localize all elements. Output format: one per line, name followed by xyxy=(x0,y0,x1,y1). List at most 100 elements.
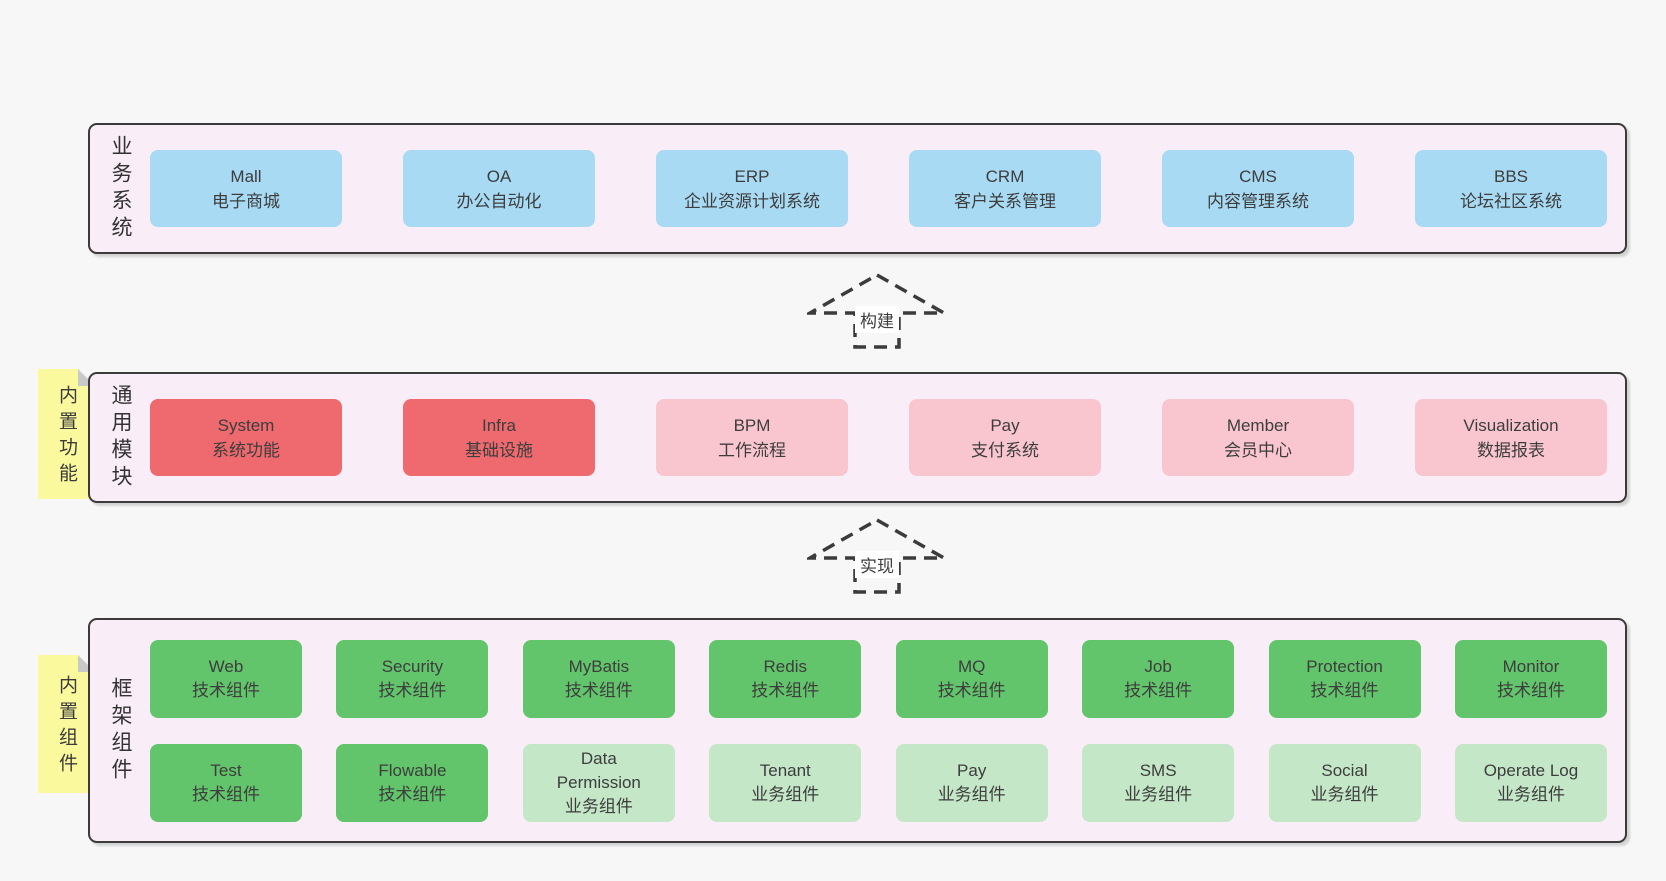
component-box: MyBatis 技术组件 xyxy=(522,639,675,718)
component-subtitle: 内容管理系统 xyxy=(1207,191,1309,211)
component-title: MyBatis xyxy=(568,656,630,676)
component-title: OA xyxy=(486,166,512,186)
component-box: Tenant 业务组件 xyxy=(709,743,862,822)
component-box: SMS 业务组件 xyxy=(1082,743,1235,822)
component-title: Job xyxy=(1144,656,1172,676)
component-subtitle: 客户关系管理 xyxy=(954,191,1056,211)
band-framework-components: 框架组件 Web 技术组件 Security 技术组件 MyBatis xyxy=(88,618,1627,843)
component-box: Social 业务组件 xyxy=(1268,743,1421,822)
sticky-note-text: 内置功能 xyxy=(56,385,77,489)
component-subtitle: 系统功能 xyxy=(212,440,280,460)
component-title: Pay xyxy=(990,415,1020,435)
build-arrow: 构建 xyxy=(807,272,947,350)
band-common-modules: 通用模块 System 系统功能 Infra 基础设施 BPM xyxy=(88,372,1627,503)
component-box: ERP 企业资源计划系统 xyxy=(656,150,848,227)
band-content: Web 技术组件 Security 技术组件 MyBatis 技术组件 xyxy=(150,620,1625,841)
component-box: Mall 电子商城 xyxy=(150,150,342,227)
component-title: Tenant xyxy=(759,760,811,780)
component-subtitle: 技术组件 xyxy=(192,680,260,700)
component-subtitle: 技术组件 xyxy=(192,784,260,804)
component-title: Protection xyxy=(1306,656,1383,676)
component-row: System 系统功能 Infra 基础设施 BPM 工作流程 Pay xyxy=(150,399,1607,476)
sticky-note-builtin-functions: 内置功能 xyxy=(38,369,95,499)
component-subtitle: 工作流程 xyxy=(718,440,786,460)
component-subtitle: 技术组件 xyxy=(564,680,633,700)
component-title: Monitor xyxy=(1502,656,1560,676)
sticky-note-text: 内置组件 xyxy=(56,675,77,779)
component-box: BPM 工作流程 xyxy=(656,399,848,476)
component-box: Pay 业务组件 xyxy=(895,743,1048,822)
component-title: System xyxy=(217,415,275,435)
component-title: Security xyxy=(381,656,444,676)
component-title: CMS xyxy=(1239,166,1277,186)
band-content: System 系统功能 Infra 基础设施 BPM 工作流程 Pay xyxy=(150,374,1625,501)
component-subtitle: 数据报表 xyxy=(1477,440,1545,460)
component-subtitle: 业务组件 xyxy=(751,784,820,804)
sticky-note-builtin-components: 内置组件 xyxy=(38,655,95,793)
component-box: MQ 技术组件 xyxy=(895,639,1048,718)
component-subtitle: 技术组件 xyxy=(1496,680,1565,700)
component-title: BPM xyxy=(733,415,771,435)
build-arrow-label: 构建 xyxy=(855,306,899,333)
component-box: OA 办公自动化 xyxy=(403,150,595,227)
component-box: Monitor 技术组件 xyxy=(1454,639,1607,718)
component-subtitle: 业务组件 xyxy=(1496,784,1565,804)
component-subtitle: 业务组件 xyxy=(1124,784,1193,804)
band-label-common-modules: 通用模块 xyxy=(109,383,132,492)
component-box: Visualization 数据报表 xyxy=(1415,399,1607,476)
component-title: ERP xyxy=(734,166,770,186)
component-title: Member xyxy=(1226,415,1290,435)
component-row: Web 技术组件 Security 技术组件 MyBatis 技术组件 xyxy=(150,639,1607,718)
component-subtitle: 业务组件 xyxy=(564,796,633,816)
component-box: Web 技术组件 xyxy=(150,639,302,718)
component-subtitle: 技术组件 xyxy=(937,680,1006,700)
component-subtitle: 业务组件 xyxy=(937,784,1006,804)
component-box: System 系统功能 xyxy=(150,399,342,476)
component-subtitle: 业务组件 xyxy=(1310,784,1379,804)
component-box: Operate Log 业务组件 xyxy=(1454,743,1607,822)
component-row: Mall 电子商城 OA 办公自动化 ERP 企业资源计划系统 CRM xyxy=(150,150,1607,227)
component-row: Test 技术组件 Flowable 技术组件 Data Permission … xyxy=(150,743,1607,822)
component-box: CMS 内容管理系统 xyxy=(1162,150,1354,227)
component-title: Web xyxy=(208,656,244,676)
component-subtitle: 论坛社区系统 xyxy=(1460,191,1562,211)
component-title: SMS xyxy=(1139,760,1177,780)
band-label-business-systems: 业务系统 xyxy=(109,134,132,243)
component-title: Visualization xyxy=(1463,415,1559,435)
component-box: CRM 客户关系管理 xyxy=(909,150,1101,227)
component-subtitle: 技术组件 xyxy=(378,784,447,804)
component-subtitle: 基础设施 xyxy=(465,440,533,460)
band-label-framework-components: 框架组件 xyxy=(109,676,132,785)
component-title: Pay xyxy=(957,760,987,780)
component-box: Redis 技术组件 xyxy=(709,639,862,718)
component-box: BBS 论坛社区系统 xyxy=(1415,150,1607,227)
component-subtitle: 电子商城 xyxy=(212,191,280,211)
component-box: Data Permission 业务组件 xyxy=(522,743,675,822)
component-subtitle: 会员中心 xyxy=(1224,440,1292,460)
component-subtitle: 技术组件 xyxy=(1310,680,1379,700)
component-box: Flowable 技术组件 xyxy=(336,743,489,822)
component-subtitle: 技术组件 xyxy=(1124,680,1193,700)
implement-arrow-label: 实现 xyxy=(855,551,899,578)
component-box: Member 会员中心 xyxy=(1162,399,1354,476)
component-subtitle: 办公自动化 xyxy=(456,191,542,211)
component-title: Mall xyxy=(230,166,262,186)
component-title: Test xyxy=(210,760,242,780)
component-title: Infra xyxy=(481,415,517,435)
band-content: Mall 电子商城 OA 办公自动化 ERP 企业资源计划系统 CRM xyxy=(150,125,1625,252)
component-box: Job 技术组件 xyxy=(1082,639,1235,718)
band-business-systems: 业务系统 Mall 电子商城 OA 办公自动化 ERP xyxy=(88,123,1627,254)
component-title: Data Permission xyxy=(556,748,641,792)
component-title: Operate Log xyxy=(1483,760,1579,780)
component-box: Test 技术组件 xyxy=(150,743,302,822)
component-title: Redis xyxy=(763,656,807,676)
component-title: Social xyxy=(1321,760,1368,780)
component-title: BBS xyxy=(1493,166,1529,186)
component-box: Infra 基础设施 xyxy=(403,399,595,476)
component-box: Security 技术组件 xyxy=(336,639,489,718)
implement-arrow: 实现 xyxy=(807,517,947,595)
component-box: Protection 技术组件 xyxy=(1268,639,1421,718)
component-title: CRM xyxy=(985,166,1025,186)
component-title: MQ xyxy=(957,656,986,676)
component-title: Flowable xyxy=(378,760,447,780)
